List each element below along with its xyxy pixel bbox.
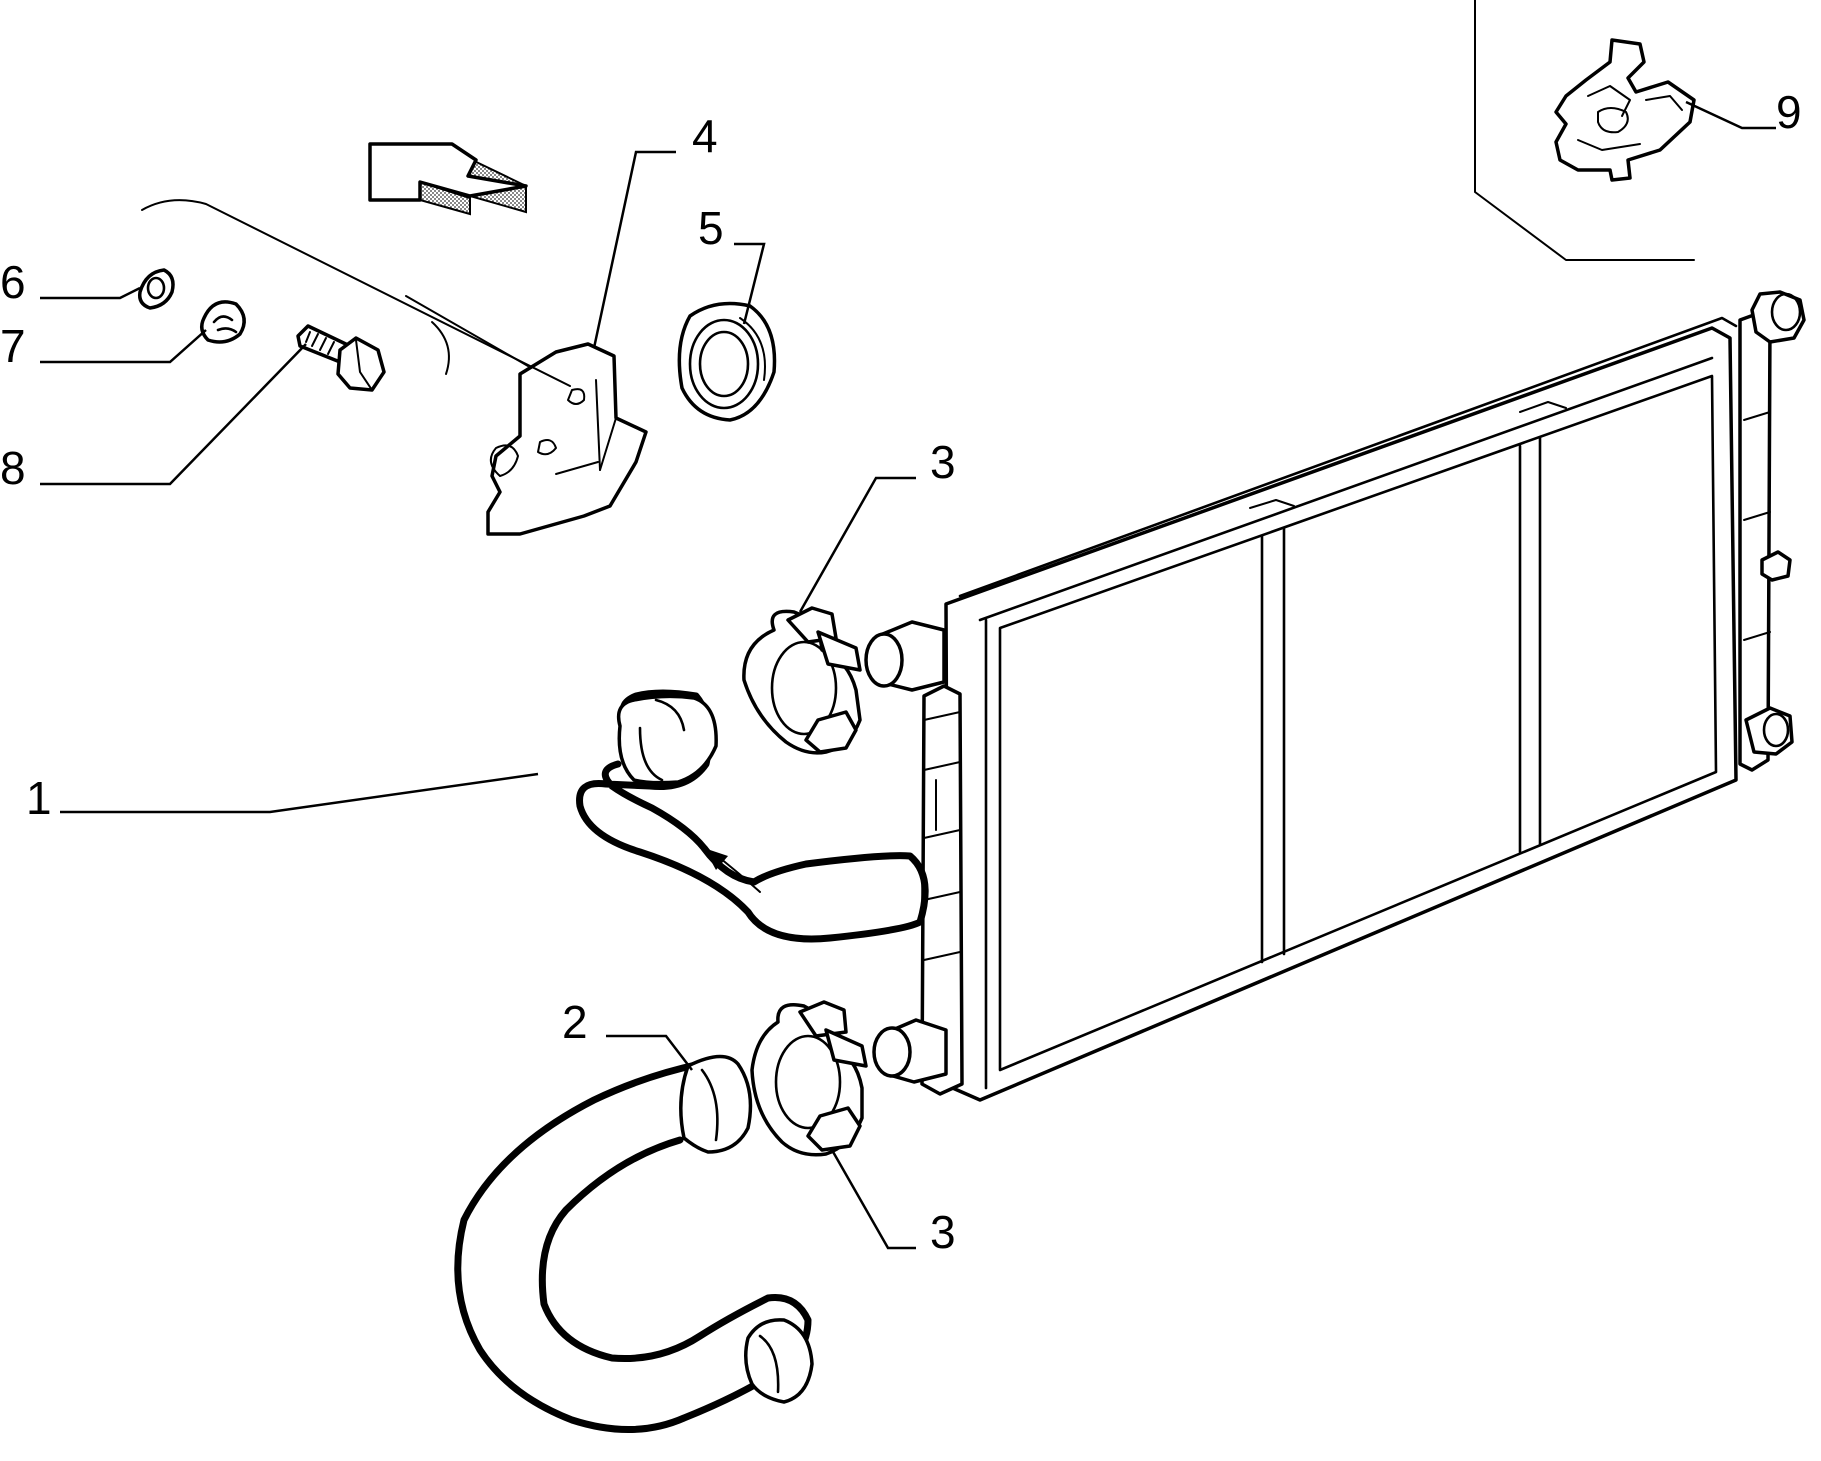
callout-3-upper: 3 — [798, 436, 956, 613]
flow-arrow-icon — [704, 848, 761, 893]
direction-arrow-icon — [368, 142, 528, 216]
callout-1: 1 — [26, 772, 539, 824]
part-5-grommet — [677, 301, 777, 422]
callout-7-label: 7 — [0, 320, 26, 372]
callout-3-upper-label: 3 — [930, 436, 956, 488]
callout-5-label: 5 — [698, 202, 724, 254]
part-1-upper-hose — [576, 689, 929, 943]
callout-6: 6 — [0, 256, 141, 308]
part-8-bolt — [296, 324, 386, 392]
radiator — [864, 290, 1806, 1102]
callout-1-label: 1 — [26, 772, 52, 824]
callout-4: 4 — [592, 110, 718, 349]
callout-2: 2 — [562, 996, 693, 1071]
callout-5: 5 — [698, 202, 766, 325]
callout-6-label: 6 — [0, 256, 26, 308]
part-9-clip — [1554, 38, 1696, 182]
part-7-spring-washer — [200, 300, 246, 344]
part-3-hose-clamp-lower — [750, 1000, 868, 1157]
callout-9: 9 — [1685, 86, 1802, 138]
callout-8: 8 — [0, 343, 307, 494]
callout-3-lower-label: 3 — [930, 1206, 956, 1258]
callout-3-lower: 3 — [830, 1149, 956, 1258]
assembly-guide-line — [141, 199, 571, 387]
callout-7: 7 — [0, 320, 207, 372]
callout-4-label: 4 — [692, 110, 718, 162]
part-2-lower-hose — [454, 1054, 814, 1434]
detail-inset-frame — [1474, 0, 1695, 261]
part-3-hose-clamp-upper — [742, 606, 862, 755]
callout-9-label: 9 — [1776, 86, 1802, 138]
part-4-bracket — [486, 342, 648, 536]
callout-8-label: 8 — [0, 442, 26, 494]
callout-2-label: 2 — [562, 996, 588, 1048]
part-6-washer — [137, 268, 175, 310]
